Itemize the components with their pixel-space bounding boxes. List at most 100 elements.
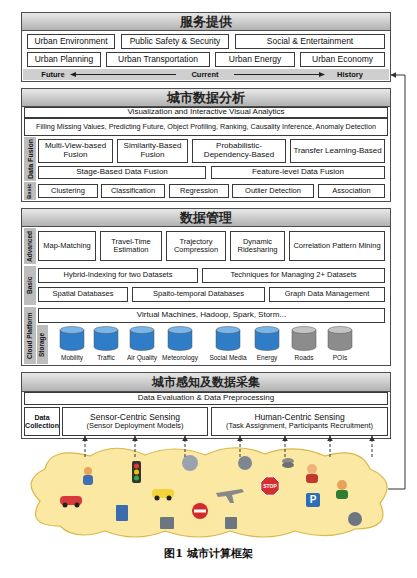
box-label: (Sensor Deployment Models)	[86, 422, 183, 430]
connector-arrow	[330, 436, 331, 457]
label-box: Urban Transportation	[106, 52, 210, 67]
person-icon	[337, 480, 347, 490]
label-box: Spatial Databases	[38, 287, 128, 302]
traffic-light-icon	[132, 461, 141, 483]
search-icon	[182, 455, 198, 471]
cylinder-top	[168, 327, 192, 334]
section-panel: Data Evaluation & Data PreprocessingData…	[21, 372, 391, 439]
label-box: Association	[318, 184, 385, 198]
sign-icon	[225, 517, 237, 529]
band-label: Storage	[37, 325, 48, 364]
storage-cylinder: Meteorology	[159, 326, 201, 363]
storage-cylinder: Traffic	[85, 326, 127, 363]
box-label: (Task Assignment, Participants Recruitme…	[226, 422, 373, 430]
band-label: Data Fusion	[24, 137, 36, 181]
storage-cylinder: Roads	[283, 326, 325, 363]
icon-text: STOP	[260, 483, 280, 489]
timeline-label: Future	[33, 69, 73, 80]
label-box: Similarity-Based Fusion	[117, 139, 188, 163]
box-label: Data Collection	[25, 414, 59, 429]
band-panel: Hybrid-Indexing for two DatasetsTechniqu…	[24, 266, 388, 305]
box-label: Public Safety & Security	[130, 37, 221, 46]
box-label: Filling Missing Values, Predicting Futur…	[36, 123, 376, 131]
band-label: Cloud Platform	[24, 307, 36, 364]
box-label: Regression	[180, 187, 218, 195]
storage-cylinder: Mobility	[51, 326, 93, 363]
label-box: Travel-Time Estimation	[100, 231, 162, 261]
person-icon	[307, 464, 317, 474]
storage-cylinder: Air Quality	[121, 326, 163, 363]
box-label: Map-Matching	[43, 242, 91, 250]
traffic-light-icon	[134, 464, 139, 469]
taxi-icon	[155, 496, 160, 501]
cylinder-top	[328, 327, 352, 334]
label-box: Urban Economy	[300, 52, 385, 67]
icon-text: P	[306, 493, 320, 507]
box-label: Probabilistic-Dependency-Based	[193, 142, 285, 160]
box-label: Classification	[111, 187, 155, 195]
person-icon	[84, 467, 92, 475]
label-box: Map-Matching	[38, 231, 96, 261]
storage-label: Meteorology	[151, 353, 209, 362]
connector-arrow	[240, 436, 241, 457]
connector-arrow	[135, 436, 136, 457]
connector-arrow	[85, 436, 86, 457]
box-label: Human-Centric Sensing	[254, 413, 344, 422]
cylinder-shape	[246, 326, 288, 352]
figure-caption: 图1 城市计算框架	[0, 546, 417, 561]
storage-cylinder: POIs	[319, 326, 361, 363]
timeline-arrowhead	[319, 72, 325, 77]
label-box: Correlation Pattern Mining	[289, 231, 385, 261]
label-box: Feature-level Data Fusion	[211, 166, 385, 179]
box-label: Multi-View-based Fusion	[39, 142, 112, 160]
label-box: Urban Planning	[27, 52, 101, 67]
box-label: Spaito-temporal Databases	[153, 290, 244, 298]
box-label: Social & Entertainment	[267, 37, 353, 46]
cylinder-top	[255, 327, 279, 334]
timeline-label: History	[325, 69, 375, 80]
stop-sign-icon	[261, 477, 279, 495]
band-panel: Map-MatchingTravel-Time EstimationTrajec…	[24, 228, 388, 264]
section-title: 数据管理	[22, 209, 390, 227]
cylinder-shape	[319, 326, 361, 352]
storage-label: Mobility	[43, 353, 101, 362]
cylinder-shape	[283, 326, 325, 352]
label-box: Transfer Learning-Based	[290, 139, 385, 163]
label-box: Sensor-Centric Sensing(Sensor Deployment…	[62, 407, 208, 436]
cylinder-top	[130, 327, 154, 334]
anchor-icon	[348, 512, 362, 526]
label-box: Multi-View-based Fusion	[38, 139, 113, 163]
city-icons	[20, 441, 398, 541]
label-box: Probabilistic-Dependency-Based	[192, 139, 286, 163]
label-box: Data Collection	[24, 407, 60, 436]
label-box: Public Safety & Security	[121, 34, 229, 49]
section-title: 城市数据分析	[22, 89, 390, 107]
parking-icon	[306, 493, 320, 507]
coin-icon	[282, 462, 294, 468]
label-box: Filling Missing Values, Predicting Futur…	[24, 118, 388, 136]
label-box: Hybrid-Indexing for two Datasets	[38, 268, 198, 283]
storage-cylinder: Energy	[246, 326, 288, 363]
band-panel: Virtual Machines, Hadoop, Spark, Storm..…	[24, 307, 388, 364]
storage-cylinder: Social Media	[207, 326, 249, 363]
box-label: Clustering	[51, 187, 85, 195]
box-label: Travel-Time Estimation	[101, 238, 161, 255]
box-label: Transfer Learning-Based	[293, 147, 381, 156]
label-box: Dynamic Ridesharing	[230, 231, 285, 261]
box-label: Association	[332, 187, 370, 195]
box-label: Visualization and Interactive Visual Ana…	[127, 108, 284, 117]
box-label: Virtual Machines, Hadoop, Spark, Storm..…	[137, 311, 286, 320]
timeline-bar	[23, 69, 389, 80]
section-title: 城市感知及数据采集	[22, 373, 390, 392]
storage-label: Roads	[275, 353, 333, 362]
fuel-icon	[116, 505, 128, 521]
storage-label: Energy	[238, 353, 296, 362]
label-box: Social & Entertainment	[235, 34, 385, 49]
cylinder-shape	[51, 326, 93, 352]
cylinder-top	[60, 327, 84, 334]
timeline-line	[72, 74, 176, 75]
timeline-line	[234, 74, 322, 75]
section-panel: Map-MatchingTravel-Time EstimationTrajec…	[21, 208, 391, 366]
label-box: Human-Centric Sensing(Task Assignment, P…	[211, 407, 388, 436]
box-label: Urban Transportation	[118, 55, 198, 64]
